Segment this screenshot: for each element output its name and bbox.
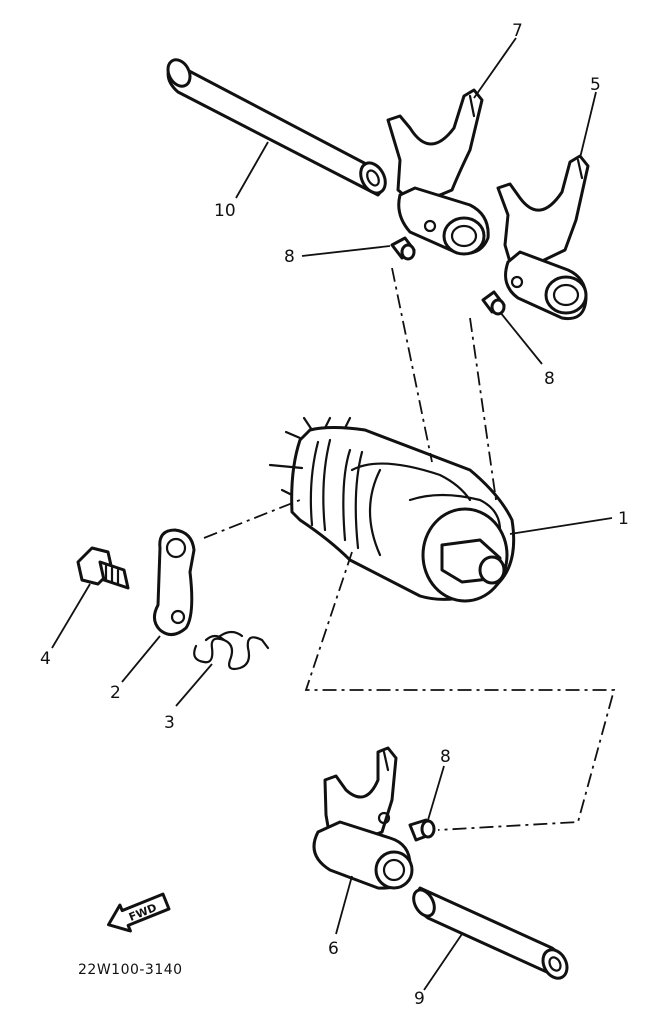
leader-6 (335, 875, 353, 935)
leader-4 (51, 583, 91, 649)
guide-bar-9 (412, 886, 569, 980)
fwd-arrow-icon: FWD (106, 892, 171, 933)
callout-5: 5 (590, 75, 601, 95)
callout-9: 9 (414, 989, 425, 1009)
guide-pin-8c (408, 818, 436, 842)
callout-6: 6 (328, 939, 339, 959)
callout-3: 3 (164, 713, 175, 733)
assembly-line-lever (203, 499, 301, 539)
assembly-line-8b (469, 317, 497, 501)
guide-pin-8a (390, 236, 416, 261)
diagram-code: 22W100-3140 (78, 962, 183, 978)
shift-fork-5 (496, 154, 590, 321)
leader-8c (427, 765, 445, 821)
leader-1 (509, 517, 613, 535)
assembly-line-8c (304, 551, 616, 831)
spring-3 (193, 630, 270, 671)
leader-5 (579, 91, 597, 159)
leader-8a (301, 245, 391, 257)
shift-fork-7 (386, 88, 490, 256)
callout-4: 4 (40, 649, 51, 669)
callout-10: 10 (214, 201, 236, 221)
shift-fork-6 (312, 746, 414, 890)
callout-1: 1 (618, 509, 629, 529)
bolt-4 (76, 546, 130, 590)
callout-8b: 8 (544, 369, 555, 389)
leader-8b (499, 311, 543, 365)
leader-9 (423, 933, 463, 991)
guide-bar-10 (166, 58, 387, 197)
leader-3 (175, 663, 213, 707)
assembly-line-8a (391, 267, 433, 463)
callout-2: 2 (110, 683, 121, 703)
leader-10 (235, 141, 269, 199)
leader-7 (473, 37, 517, 99)
callout-8a: 8 (284, 247, 295, 267)
stopper-lever-2 (153, 528, 196, 636)
guide-pin-8b (481, 290, 506, 316)
callout-8c: 8 (440, 747, 451, 767)
leader-2 (121, 635, 161, 683)
callout-7: 7 (512, 21, 523, 41)
shift-drum-1 (268, 416, 516, 603)
